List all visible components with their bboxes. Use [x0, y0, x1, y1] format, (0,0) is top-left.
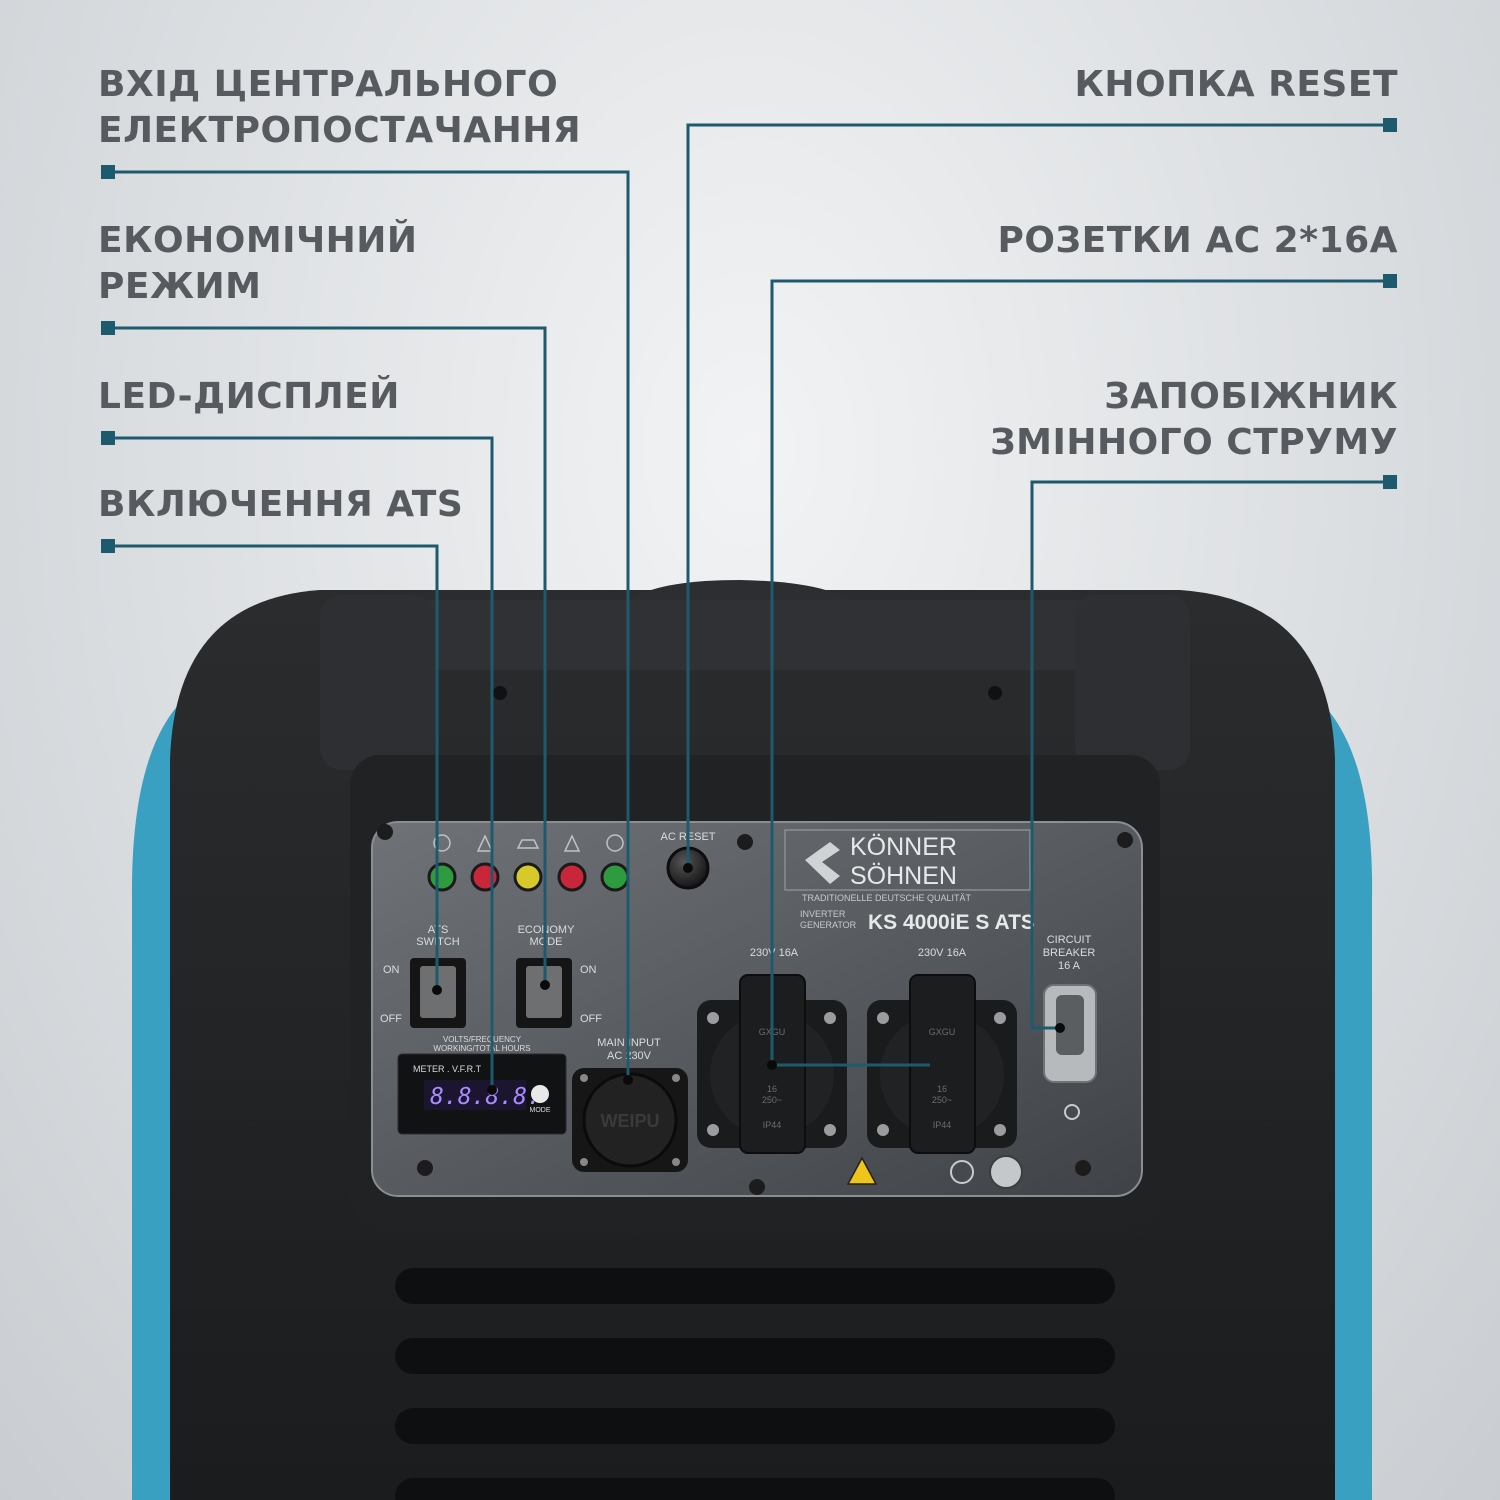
top-bar [410, 600, 1100, 670]
meter-caption-2: WORKING/TOTAL HOURS [433, 1044, 530, 1053]
display-digits: 8.8.8.8. [430, 1084, 541, 1110]
left-post [320, 595, 435, 770]
breaker-label-1: CIRCUIT [1047, 934, 1092, 946]
socket1-rating: 16 [767, 1084, 777, 1094]
socket2-label: 230V 16A [918, 947, 967, 959]
callout-sockets: РОЗЕТКИ AC 2*16A [998, 218, 1398, 264]
callout-end-dots [432, 863, 1065, 1095]
line-breaker [1030, 480, 1390, 1030]
socket2-logo: GXGU [929, 1027, 956, 1037]
breaker-button [1056, 995, 1084, 1055]
ground-symbol-icon [1064, 1104, 1080, 1120]
callout-reset-line1: КНОПКА RESET [1074, 64, 1398, 105]
led-red [557, 862, 587, 892]
line-ats [108, 544, 439, 990]
gen-type-1: INVERTER [800, 909, 846, 919]
socket2-voltage: 250~ [932, 1095, 952, 1105]
callout-sockets-line1: РОЗЕТКИ AC 2*16A [997, 220, 1398, 261]
callout-display-line1: LED-ДИСПЛЕЙ [98, 376, 400, 417]
meter-caption-1: VOLTS/FREQUENCY [443, 1035, 522, 1044]
meter-title: METER . V.F.R.T [413, 1064, 482, 1074]
callout-markers [101, 118, 1397, 553]
economy-switch-rocker [526, 966, 562, 1018]
callout-display: LED-ДИСПЛЕЙ [98, 374, 400, 420]
mode-button[interactable] [531, 1085, 549, 1103]
line-main-input [108, 170, 630, 1080]
warning-icon [846, 1156, 878, 1185]
main-input-cap [582, 1072, 678, 1168]
led-green [600, 862, 630, 892]
socket1-ip: IP44 [763, 1120, 782, 1130]
callout-main-input: ВХІД ЦЕНТРАЛЬНОГО ЕЛЕКТРОПОСТАЧАННЯ [98, 62, 581, 154]
brand-slogan: TRADITIONELLE DEUTSCHE QUALITÄT [802, 893, 972, 903]
screw [493, 686, 507, 700]
mode-label: MODE [530, 1107, 551, 1114]
led-yellow [513, 862, 543, 892]
breaker-label-3: 16 A [1058, 960, 1081, 972]
socket2-ip: IP44 [933, 1120, 952, 1130]
ats-off-label: OFF [380, 1013, 402, 1025]
callout-economy-line2: РЕЖИМ [98, 266, 262, 307]
callout-lines [108, 123, 1390, 1090]
ground-terminal [989, 1155, 1023, 1189]
callout-breaker-line1: ЗАПОБІЖНИК [1104, 376, 1398, 417]
display-screen [424, 1080, 526, 1110]
socket1-label: 230V 16A [750, 947, 799, 959]
connector-screws [580, 1074, 680, 1166]
indicator-leds [427, 834, 630, 892]
brand-bottom: SÖHNEN [850, 862, 957, 890]
brand-frame [784, 829, 1031, 891]
ats-on-label: ON [383, 964, 400, 976]
screw [988, 686, 1002, 700]
gen-type-2: GENERATOR [800, 920, 857, 930]
right-post [1075, 595, 1190, 770]
plug-brand: WEIPU [600, 1111, 659, 1131]
socket2-rating: 16 [937, 1084, 947, 1094]
vent-grille [395, 1268, 1115, 1500]
callout-breaker: ЗАПОБІЖНИК ЗМІННОГО СТРУМУ [990, 374, 1398, 466]
brand-top: KÖNNER [850, 833, 957, 861]
callout-ats-line1: ВКЛЮЧЕННЯ ATS [98, 484, 464, 525]
brand-logo-icon [805, 842, 840, 884]
callout-ats: ВКЛЮЧЕННЯ ATS [98, 482, 463, 528]
callout-main-input-line1: ВХІД ЦЕНТРАЛЬНОГО [98, 64, 559, 105]
model-name: KS 4000iE S ATS [868, 911, 1035, 934]
callout-main-input-line2: ЕЛЕКТРОПОСТАЧАННЯ [98, 110, 582, 151]
callout-breaker-line2: ЗМІННОГО СТРУМУ [990, 422, 1398, 463]
callout-economy-line1: ЕКОНОМІЧНИЙ [98, 220, 418, 261]
earth-icon [950, 1160, 974, 1184]
line-display [108, 436, 494, 1090]
callout-economy: ЕКОНОМІЧНИЙ РЕЖИМ [98, 218, 418, 310]
line-reset [686, 123, 1390, 868]
led-green [427, 862, 457, 892]
socket1-voltage: 250~ [762, 1095, 782, 1105]
callout-reset: КНОПКА RESET [1075, 62, 1399, 108]
line-sockets [770, 279, 1390, 1067]
panel-screws [377, 824, 1133, 1195]
economy-on-label: ON [580, 964, 597, 976]
breaker-label-2: BREAKER [1043, 947, 1096, 959]
economy-off-label: OFF [580, 1013, 602, 1025]
line-economy [108, 326, 547, 985]
led-red [470, 862, 500, 892]
